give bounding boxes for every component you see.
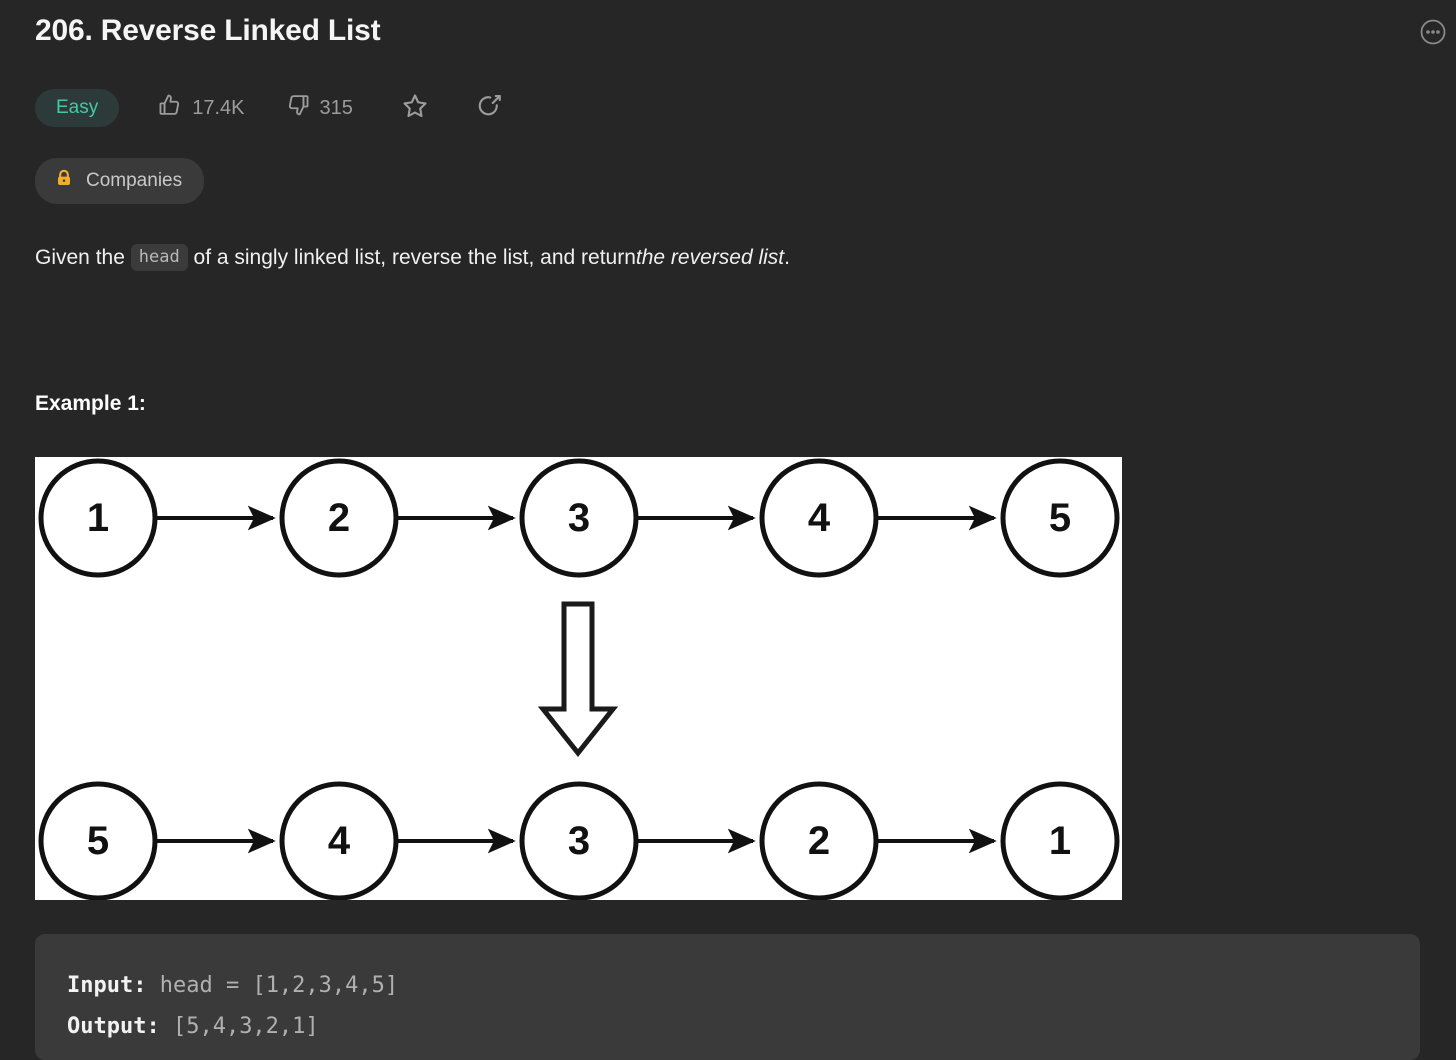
problem-description: Given the head of a singly linked list, … xyxy=(35,242,1235,274)
page-title: 206. Reverse Linked List xyxy=(35,14,381,47)
svg-text:3: 3 xyxy=(568,819,590,863)
svg-text:5: 5 xyxy=(1049,496,1071,540)
svg-text:4: 4 xyxy=(808,496,831,540)
example-code-block: Input: head = [1,2,3,4,5] Output: [5,4,3… xyxy=(35,934,1420,1060)
like-count: 17.4K xyxy=(192,96,245,119)
svg-text:3: 3 xyxy=(568,496,590,540)
like-button[interactable]: 17.4K xyxy=(157,92,245,124)
linked-list-diagram: 1 2 3 4 5 xyxy=(35,457,1122,900)
block-arrow-down-icon xyxy=(537,601,619,758)
input-label: Input: xyxy=(67,973,147,998)
thumbs-down-icon xyxy=(285,92,311,124)
companies-button[interactable]: Companies xyxy=(35,158,205,204)
example-heading: Example 1: xyxy=(35,392,146,415)
svg-text:5: 5 xyxy=(87,819,109,863)
top-row-nodes: 1 2 3 4 5 xyxy=(38,458,1120,578)
companies-label: Companies xyxy=(86,170,183,191)
ellipsis-circle-icon[interactable] xyxy=(1418,17,1448,47)
svg-text:2: 2 xyxy=(808,819,830,863)
svg-text:2: 2 xyxy=(328,496,350,540)
description-emphasis: the reversed list xyxy=(635,246,785,269)
inline-code-head: head xyxy=(130,244,188,271)
svg-text:1: 1 xyxy=(87,496,109,540)
favorite-button[interactable] xyxy=(400,91,430,126)
thumbs-up-icon xyxy=(157,92,183,124)
problem-meta-row: Easy 17.4K 315 xyxy=(35,86,506,130)
star-icon xyxy=(400,91,430,126)
input-value: head = [1,2,3,4,5] xyxy=(146,973,399,998)
share-button[interactable] xyxy=(476,91,506,126)
dislike-count: 315 xyxy=(319,96,353,119)
svg-text:1: 1 xyxy=(1049,819,1071,863)
lock-icon xyxy=(54,168,74,193)
svg-text:4: 4 xyxy=(328,819,351,863)
description-part-3: . xyxy=(784,246,790,269)
difficulty-badge[interactable]: Easy xyxy=(35,89,120,127)
description-part-2: of a singly linked list, reverse the lis… xyxy=(193,246,636,269)
dislike-button[interactable]: 315 xyxy=(285,92,353,124)
output-label: Output: xyxy=(67,1013,160,1039)
output-value: [5,4,3,2,1] xyxy=(159,1013,319,1039)
bottom-row-nodes: 5 4 3 2 1 xyxy=(38,781,1120,900)
description-part-1: Given the xyxy=(35,246,125,269)
share-icon xyxy=(476,91,506,126)
